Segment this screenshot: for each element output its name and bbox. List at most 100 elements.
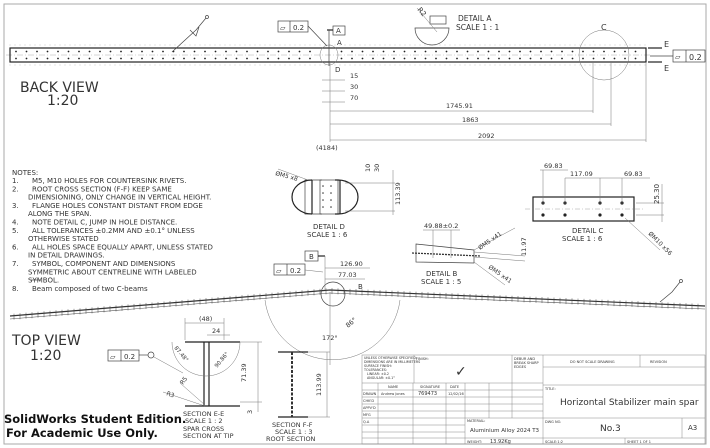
note-line: SYMBOL. bbox=[28, 277, 59, 285]
rivet-hole-icon bbox=[372, 57, 374, 60]
rivet-hole-icon bbox=[88, 57, 91, 60]
rivet-hole-icon bbox=[256, 57, 259, 60]
rivet-hole-icon bbox=[130, 50, 133, 53]
rivet-hole-icon bbox=[78, 50, 80, 53]
back-view-beam bbox=[9, 47, 647, 63]
detail-d-dim-30: 30 bbox=[373, 164, 381, 172]
top-dim-77-03: 77.03 bbox=[338, 271, 357, 279]
section-ee: (48) 24 87.48° 90.86° R5 R3 ⏥ 0.2 71.39 … bbox=[107, 315, 262, 440]
section-ff-line-2: SCALE 1 : 3 bbox=[275, 428, 313, 436]
flatness-frame-top bbox=[273, 263, 306, 276]
row-qa: Q.A bbox=[363, 420, 370, 424]
section-ee-dim-71-39: 71.39 bbox=[240, 363, 248, 382]
rivet-hole-icon bbox=[592, 57, 595, 60]
dim-15: 15 bbox=[350, 72, 358, 80]
note-line: NOTE DETAIL C, JUMP IN HOLE DISTANCE. bbox=[32, 219, 177, 227]
row-appvd: APPV'D bbox=[363, 406, 376, 410]
detail-c-circle bbox=[578, 29, 630, 81]
note-line: DIMENSIONING, ONLY CHANGE IN VERTICAL HE… bbox=[28, 194, 211, 202]
note-line: ALL HOLES SPACE EQUALLY APART, UNLESS ST… bbox=[32, 243, 213, 251]
section-ee-radius-r3: R3 bbox=[165, 390, 175, 399]
notes-heading: NOTES: bbox=[12, 169, 38, 177]
rivet-hole-icon bbox=[99, 57, 101, 60]
rivet-hole-icon bbox=[435, 50, 437, 53]
rivet-hole-icon bbox=[403, 57, 406, 60]
detail-c-scale: SCALE 1 : 6 bbox=[562, 235, 603, 243]
rivet-hole-icon bbox=[298, 57, 301, 60]
top-dim-126-90: 126.90 bbox=[340, 260, 363, 268]
rivet-hole-icon bbox=[563, 213, 567, 217]
rivet-hole-icon bbox=[382, 50, 385, 53]
rivet-hole-icon bbox=[571, 57, 574, 60]
rivet-hole-icon bbox=[424, 57, 427, 60]
row-chkd: CHK'D bbox=[363, 399, 374, 403]
section-ee-angle-90-86: 90.86° bbox=[214, 351, 231, 369]
rivet-hole-icon bbox=[582, 57, 584, 60]
top-view: B 172° 86° B ⏥ 0.2 126.90 77.03 TOP VIEW… bbox=[9, 250, 706, 365]
detail-a-radius: R2 bbox=[416, 6, 428, 18]
rivet-hole-icon bbox=[477, 57, 479, 60]
weight-value: 13.92Kg bbox=[490, 439, 511, 445]
top-flatness-value: 0.2 bbox=[290, 267, 301, 275]
detail-a-scale: SCALE 1 : 1 bbox=[456, 23, 499, 32]
rivet-hole-icon bbox=[36, 50, 38, 53]
detail-b-hole-callout-top: ØM5 x41 bbox=[477, 230, 503, 251]
rivet-hole-icon bbox=[403, 50, 406, 53]
rivet-hole-icon bbox=[193, 50, 196, 53]
detail-b-marker: B bbox=[358, 283, 363, 291]
top-view-beam bbox=[9, 289, 706, 317]
section-ff: 113.99 SECTION F-F SCALE 1 : 3 ROOT SECT… bbox=[266, 351, 330, 443]
note-line: SYMBOL, COMPONENT AND DIMENSIONS bbox=[32, 260, 176, 268]
rivet-hole-icon bbox=[288, 50, 290, 53]
note-number: 8. bbox=[12, 285, 19, 293]
back-view-title: BACK VIEW bbox=[20, 80, 99, 96]
rivet-hole-icon bbox=[498, 50, 500, 53]
rivet-hole-icon bbox=[235, 57, 238, 60]
flatness-icon: ⏥ bbox=[110, 353, 116, 361]
rivet-hole-icon bbox=[141, 50, 143, 53]
detail-c-dim-69-83-left: 69.83 bbox=[544, 162, 563, 170]
rivet-hole-icon bbox=[309, 50, 311, 53]
rivet-hole-icon bbox=[277, 50, 280, 53]
flatness-value-right: 0.2 bbox=[689, 53, 702, 62]
note-number: 2. bbox=[12, 185, 19, 193]
top-view-scale: 1:20 bbox=[30, 348, 61, 364]
tolerance-note-line: TOLERANCES: bbox=[363, 368, 387, 372]
rivet-hole-icon bbox=[519, 57, 521, 60]
section-a-label: A bbox=[337, 39, 342, 47]
drawn-name: Andrew Jones bbox=[381, 392, 405, 396]
rivet-hole-icon bbox=[624, 50, 626, 53]
rivet-hole-icon bbox=[25, 57, 28, 60]
rivet-hole-icon bbox=[613, 57, 616, 60]
watermark-line-2: For Academic Use Only. bbox=[6, 426, 158, 440]
rivet-hole-icon bbox=[487, 50, 490, 53]
tolerance-note-line: ANGULAR: ±0.1° bbox=[367, 376, 395, 380]
angle-arc bbox=[264, 299, 401, 360]
rivet-hole-icon bbox=[382, 57, 385, 60]
flatness-frame-right bbox=[672, 49, 706, 63]
detail-d-title: DETAIL D bbox=[313, 223, 345, 231]
finish-check-icon: ✓ bbox=[455, 364, 467, 380]
rivet-hole-icon bbox=[183, 50, 185, 53]
rivet-hole-icon bbox=[424, 50, 427, 53]
flatness-icon: ⏥ bbox=[675, 53, 681, 61]
rivet-hole-icon bbox=[88, 50, 91, 53]
rivet-hole-icon bbox=[288, 57, 290, 60]
surface-finish-icon bbox=[189, 26, 200, 37]
rivet-hole-icon bbox=[15, 50, 17, 53]
back-view-scale: 1:20 bbox=[47, 93, 78, 109]
detail-c: 69.83 117.09 69.83 25.30 ØM10 x56 DETAIL… bbox=[525, 162, 673, 257]
section-ee-dim-48: (48) bbox=[199, 315, 212, 323]
rivet-hole-icon bbox=[550, 57, 553, 60]
note-line: SYMMETRIC ABOUT CENTRELINE WITH LABELED bbox=[28, 268, 197, 276]
rivet-hole-icon bbox=[214, 50, 217, 53]
detail-a: R2 DETAIL A SCALE 1 : 1 bbox=[414, 6, 499, 46]
note-number: 5. bbox=[12, 227, 19, 235]
rivet-hole-icon bbox=[267, 50, 269, 53]
rivet-hole-icon bbox=[561, 57, 563, 60]
rivet-hole-icon bbox=[340, 57, 343, 60]
sheet-size: A3 bbox=[688, 424, 697, 432]
note-line: IN DETAIL DRAWINGS. bbox=[28, 252, 105, 260]
watermark-line-1: SolidWorks Student Edition. bbox=[4, 412, 186, 426]
rivet-hole-icon bbox=[214, 57, 217, 60]
